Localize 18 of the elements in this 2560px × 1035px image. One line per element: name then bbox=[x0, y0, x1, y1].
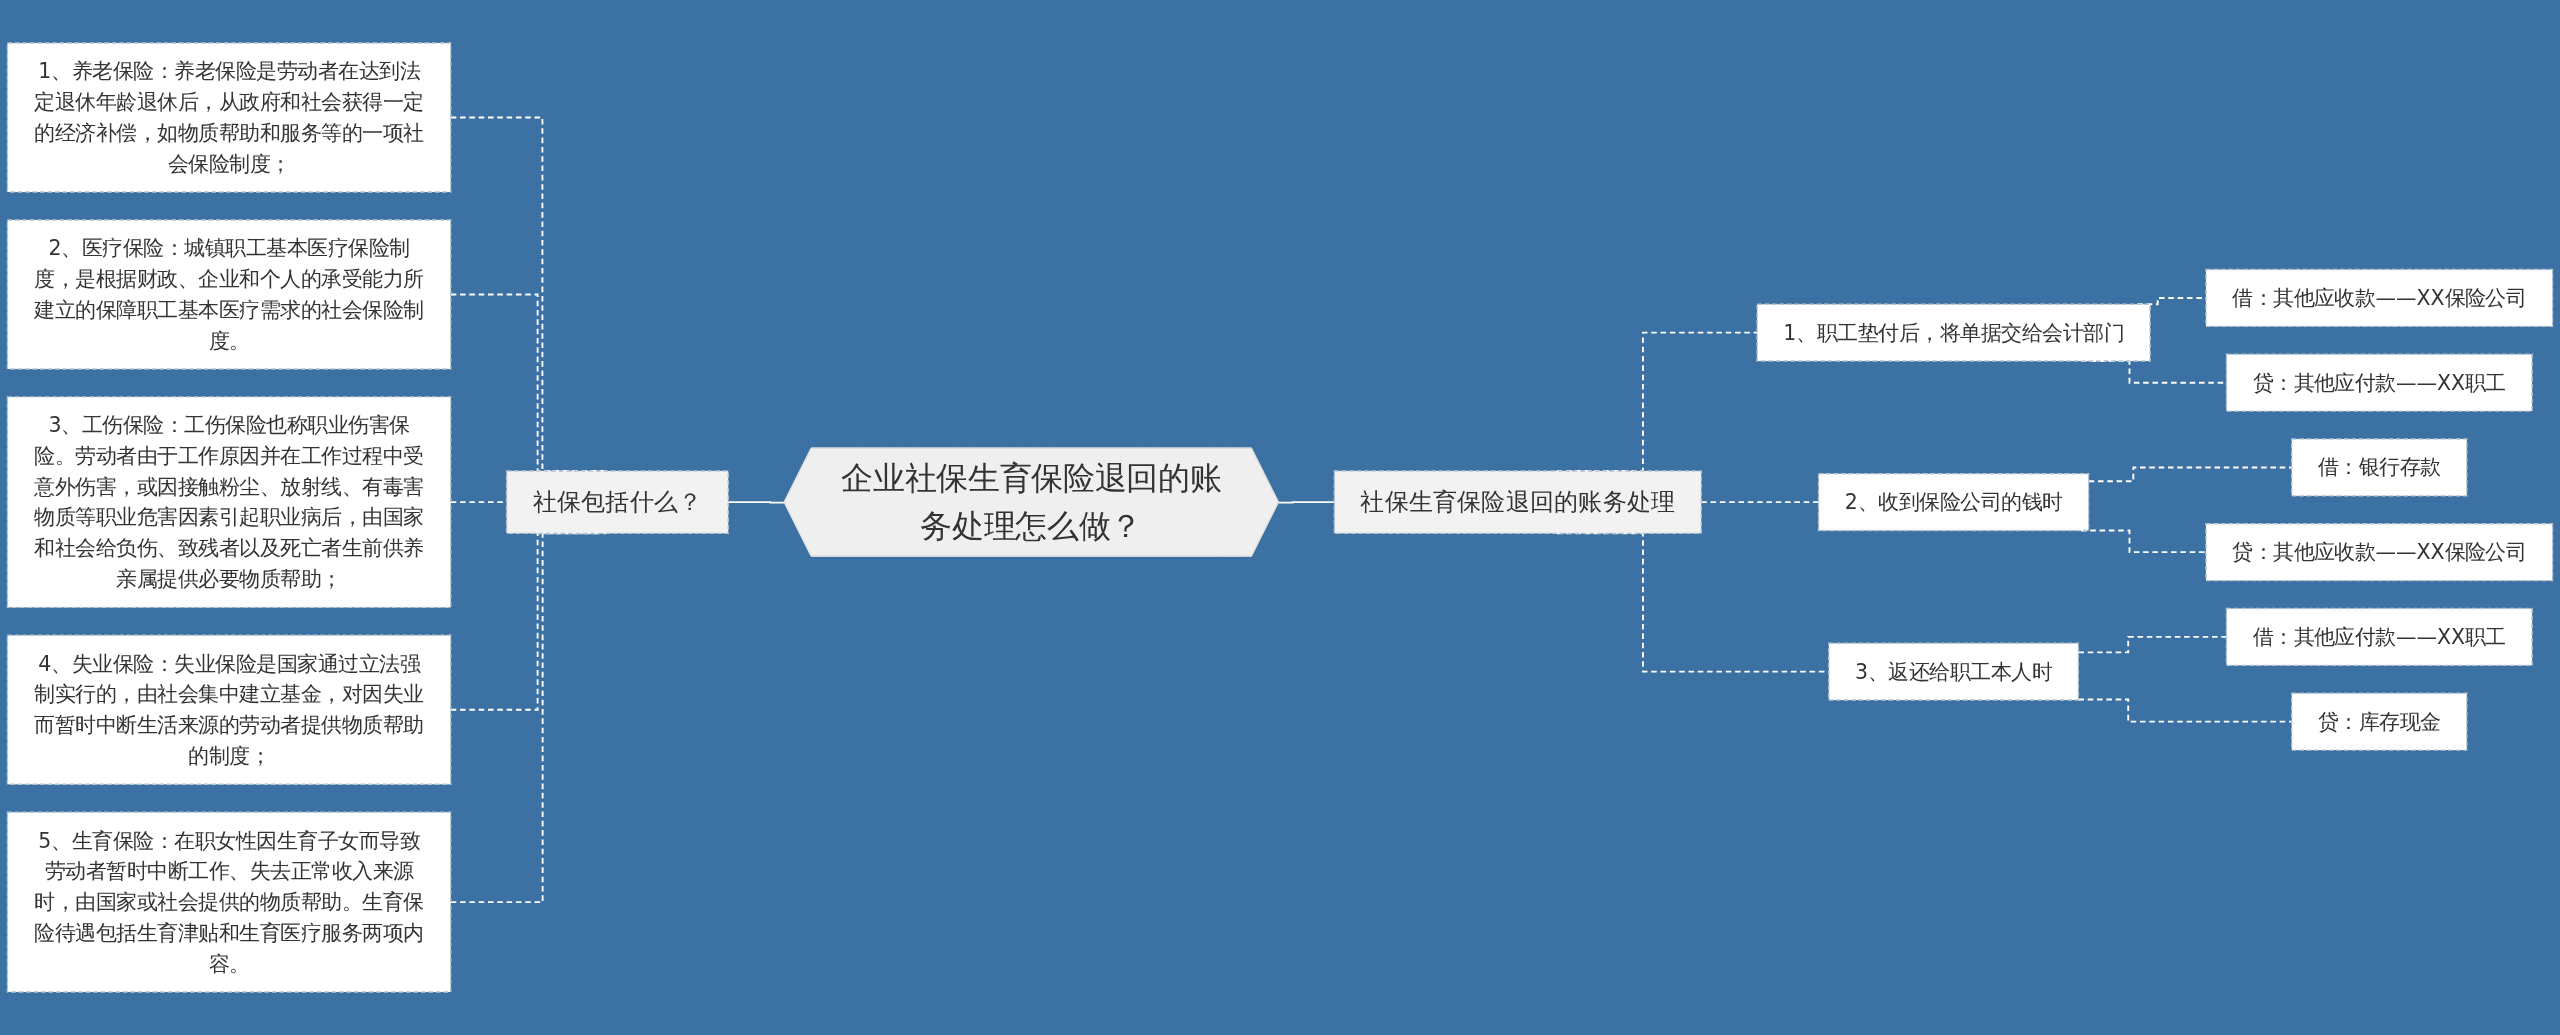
node-box: 借：其他应收款——XX保险公司 bbox=[2205, 268, 2554, 328]
node-box: 4、失业保险：失业保险是国家通过立法强制实行的，由社会集中建立基金，对因失业而暂时中断生活来源的劳动者提供物质帮助的制度； bbox=[6, 634, 452, 785]
node-box: 2、医疗保险：城镇职工基本医疗保险制度，是根据财政、企业和个人的承受能力所建立的保障职工基本医疗需求的社会保险制度。 bbox=[6, 219, 452, 370]
node-box: 借：银行存款 bbox=[2291, 438, 2468, 497]
node-box: 借：其他应付款——XX职工 bbox=[2225, 607, 2533, 667]
node-box: 1、职工垫付后，将单据交给会计部门 bbox=[1756, 303, 2151, 362]
node-box: 2、收到保险公司的钱时 bbox=[1817, 473, 2090, 532]
node-box: 社保生育保险退回的账务处理 bbox=[1333, 470, 1702, 535]
node-box: 5、生育保险：在职女性因生育子女而导致劳动者暂时中断工作、失去正常收入来源时，由国家或社会提供的物质帮助。生育保险待遇包括生育津贴和生育医疗服务两项内容。 bbox=[6, 811, 452, 993]
node-box: 贷：其他应收款——XX保险公司 bbox=[2205, 523, 2554, 582]
node-box: 1、养老保险：养老保险是劳动者在达到法定退休年龄退休后，从政府和社会获得一定的经济补偿，如物质帮助和服务等的一项社会保险制度； bbox=[6, 42, 452, 193]
node-box: 3、返还给职工本人时 bbox=[1828, 642, 2080, 701]
connector bbox=[2087, 466, 2293, 483]
node-box: 3、工伤保险：工伤保险也称职业伤害保险。劳动者由于工作原因并在工作过程中受意外伤害，或因接触粉尘、放射线、有毒害物质等职业危害因素引起职业病后，由国家和社会给负伤、致残者以及死亡者生前供养亲属提供必要物质帮助； bbox=[6, 396, 452, 609]
connector bbox=[2077, 698, 2293, 723]
node-box: 贷：其他应付款——XX职工 bbox=[2225, 353, 2533, 412]
node-box: 贷：库存现金 bbox=[2291, 692, 2468, 751]
node-box: 社保包括什么？ bbox=[505, 470, 729, 535]
